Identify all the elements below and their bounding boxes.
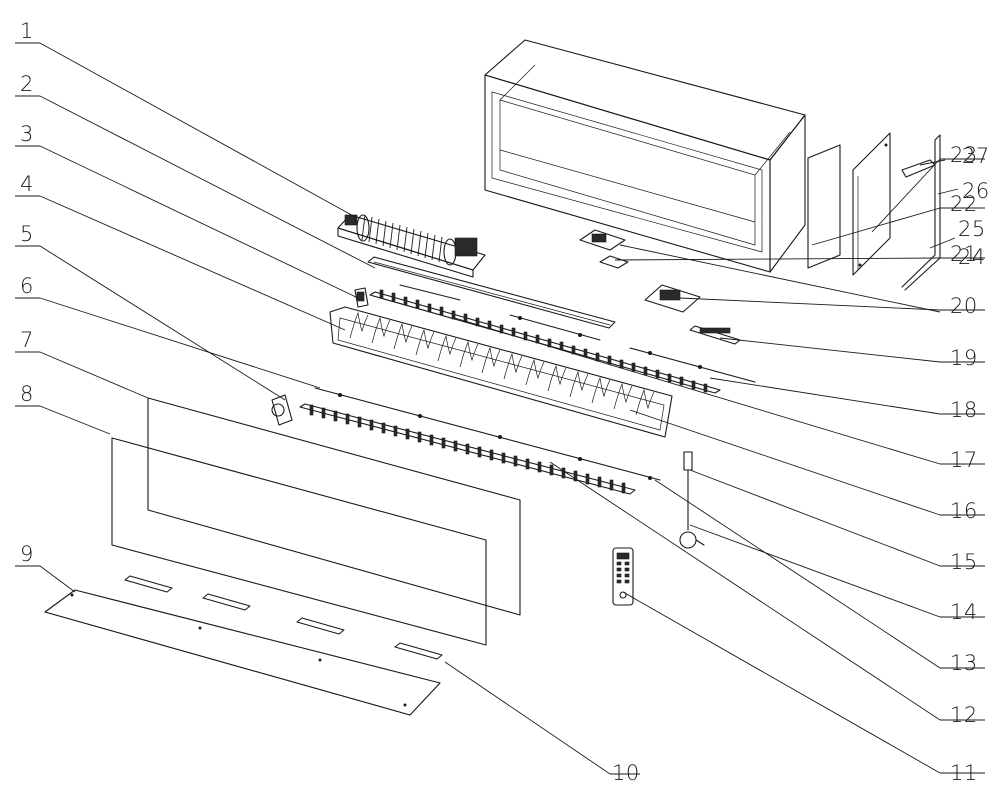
callout-14: 14: [950, 600, 978, 624]
control-board-22: [579, 229, 626, 251]
callout-7: 7: [20, 328, 34, 352]
flame-rod-bracket-3: [354, 287, 369, 308]
callout-13: 13: [950, 651, 978, 675]
callout-25: 25: [958, 217, 986, 241]
callout-20: 20: [950, 294, 978, 318]
callout-27: 27: [962, 144, 990, 168]
terminal-19: [689, 325, 741, 345]
callout-17: 17: [950, 448, 978, 472]
callout-16: 16: [950, 499, 978, 523]
callout-6: 6: [20, 274, 34, 298]
callout-8: 8: [20, 382, 34, 406]
mounting-brackets-10: [124, 575, 443, 660]
callout-19: 19: [950, 346, 978, 370]
led-strip-lower: [314, 387, 661, 481]
flame-effect-screen: [329, 306, 673, 438]
glass-panel-8: [111, 437, 487, 646]
side-panel-23: [807, 144, 841, 269]
motor-bracket-5: [271, 394, 293, 426]
callout-11: 11: [950, 761, 978, 785]
receiver-21: [599, 255, 629, 269]
bottom-trim-9: [44, 589, 441, 716]
side-panel-24: [852, 132, 891, 276]
callout-23: 23: [950, 143, 978, 167]
bracket-25: [901, 134, 941, 291]
mainboard-20: [644, 284, 701, 313]
rail-2: [367, 256, 616, 329]
flame-spinner-rod: [369, 289, 721, 394]
callout-10: 10: [612, 761, 640, 785]
callout-5: 5: [20, 222, 34, 246]
callout-12: 12: [950, 703, 978, 727]
ember-rod-lower: [299, 403, 636, 495]
callout-15: 15: [950, 550, 978, 574]
callout-2: 2: [20, 72, 34, 96]
callout-22: 22: [950, 192, 978, 216]
callout-24: 24: [958, 245, 986, 269]
callout-21: 21: [950, 242, 978, 266]
callout-9: 9: [20, 542, 34, 566]
power-cord: [679, 451, 705, 549]
glass-panel-7: [147, 397, 521, 616]
callout-1: 1: [20, 19, 34, 43]
led-strip-upper: [399, 284, 756, 383]
callout-3: 3: [20, 122, 34, 146]
callout-4: 4: [20, 172, 34, 196]
fan-heater-assembly: [337, 214, 486, 278]
remote-control: [612, 547, 634, 606]
callout-26: 26: [962, 179, 990, 203]
callout-labels: 1 2 3 4 5 6 7 8 9 10 11 12 13 14 15 16 1…: [20, 19, 990, 785]
callout-18: 18: [950, 398, 978, 422]
leader-lines: [15, 42, 985, 775]
fireplace-housing: [484, 39, 806, 273]
